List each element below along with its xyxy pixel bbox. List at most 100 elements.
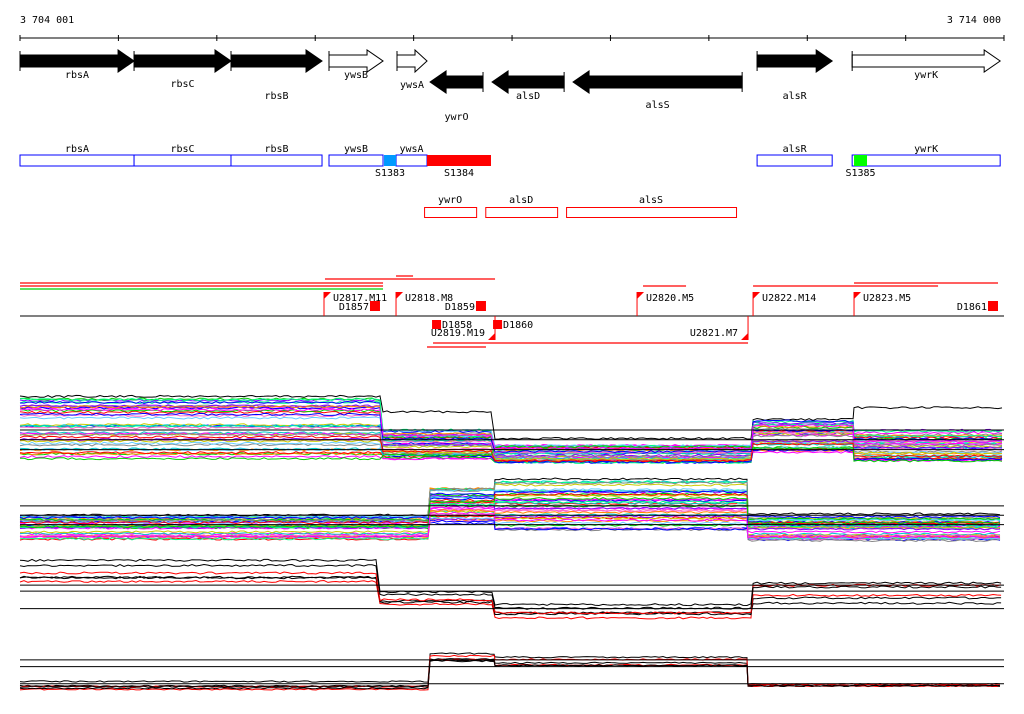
site-box <box>384 155 397 166</box>
forward-region-box <box>851 154 1001 167</box>
forward-region-track: rbsA rbsC rbsB ywsB ywsA alsR ywrK S1383 S1384 S1… <box>19 144 1001 179</box>
forward-region-box <box>328 154 384 167</box>
site-label: S1384 <box>444 168 474 179</box>
forward-region-label: rbsC <box>170 144 194 155</box>
ruler <box>19 35 1005 41</box>
expression-profile-line <box>19 477 1001 517</box>
terminator-box <box>432 320 442 329</box>
expression-track-4 <box>19 652 1004 691</box>
expression-profile-line <box>19 408 1003 450</box>
terminator-label: D1859 <box>445 302 475 313</box>
forward-region-box <box>133 154 232 167</box>
expression-profile-line <box>19 500 1001 529</box>
forward-region-box <box>395 154 428 167</box>
expression-track-2 <box>19 477 1004 543</box>
gene-label: rbsA <box>65 70 89 81</box>
terminator-box <box>475 301 486 311</box>
tss-label: U2820.M5 <box>646 293 694 304</box>
expression-track-3 <box>19 558 1004 620</box>
gene-label: ywsB <box>344 70 368 81</box>
gene-label: rbsB <box>264 91 288 102</box>
forward-region-label: rbsA <box>65 144 89 155</box>
expression-profile-line <box>19 445 1003 463</box>
forward-region-label: alsR <box>783 144 808 155</box>
ruler-end-label: 3 714 000 <box>947 15 1001 26</box>
gene-arrow-alsR <box>756 49 834 73</box>
expression-tracks <box>19 394 1004 691</box>
expression-profile-line <box>19 437 1003 457</box>
expression-profile-line <box>19 481 1000 543</box>
tss-flag <box>741 333 749 340</box>
expression-profile-line <box>19 439 1003 461</box>
expression-profile-line <box>19 571 1002 615</box>
site-label: S1385 <box>845 168 875 179</box>
terminator-label: D1857 <box>339 302 369 313</box>
expression-profile-line <box>19 576 1002 616</box>
expression-profile-line <box>19 558 1002 607</box>
expression-profile-line <box>19 658 1001 688</box>
reverse-region-label: ywrO <box>438 195 462 206</box>
forward-region-label: ywsB <box>344 144 368 155</box>
reverse-region-box <box>566 207 738 218</box>
tss-label: U2821.M7 <box>690 328 738 339</box>
forward-region-box <box>230 154 323 167</box>
forward-region-label: rbsB <box>264 144 288 155</box>
expression-profile-line <box>19 394 1003 440</box>
terminator-box <box>369 301 380 311</box>
gene-arrow-ywrO <box>429 70 484 94</box>
tss-flag <box>488 333 496 340</box>
tss-label: U2819.M19 <box>431 328 485 339</box>
expression-profile-line <box>19 519 1001 541</box>
gene-arrow-rbsB <box>230 49 323 73</box>
gene-label: alsS <box>646 100 670 111</box>
tss-label: U2823.M5 <box>863 293 911 304</box>
gene-label: alsR <box>783 91 808 102</box>
expression-profile-line <box>19 426 1003 455</box>
forward-region-box <box>19 154 135 167</box>
expression-profile-line <box>19 515 1001 540</box>
terminator-label: D1861 <box>957 302 987 313</box>
expression-profile-line <box>19 563 1002 610</box>
gene-label: alsD <box>516 91 540 102</box>
gene-label: ywrK <box>914 70 938 81</box>
reverse-region-label: alsS <box>639 195 663 206</box>
expression-profile-line <box>19 400 1003 464</box>
expression-profile-line <box>19 424 1003 455</box>
gene-arrow-alsD <box>491 70 565 94</box>
forward-region-label: ywsA <box>399 144 423 155</box>
terminator-box <box>987 301 998 311</box>
expression-profile-line <box>19 496 1001 529</box>
gene-arrow-alsS <box>572 70 743 94</box>
expression-profile-line <box>19 515 1001 531</box>
expression-profile-line <box>19 511 1001 539</box>
ruler-start-label: 3 704 001 <box>20 15 74 26</box>
tss-flag <box>396 292 404 299</box>
tss-flag <box>323 292 331 299</box>
expression-profile-line <box>19 654 1001 691</box>
tss-flag <box>854 292 862 299</box>
expression-profile-line <box>19 404 1003 449</box>
expression-profile-line <box>19 433 1003 458</box>
terminator-box <box>493 320 503 329</box>
terminator-label: D1858 <box>442 320 472 331</box>
terminator-label: D1860 <box>503 320 533 331</box>
expression-track-1 <box>19 394 1004 464</box>
forward-region-label: ywrK <box>914 144 938 155</box>
forward-region-box <box>756 154 833 167</box>
tss-flag <box>637 292 645 299</box>
gene-arrow-rbsA <box>19 49 135 73</box>
gene-arrow-rbsC <box>133 49 232 73</box>
site-label: S1383 <box>375 168 405 179</box>
gene-arrow-ywsB <box>328 49 384 73</box>
reverse-region-box <box>485 207 559 218</box>
site-box <box>427 155 491 166</box>
gene-label: rbsC <box>170 79 194 90</box>
expression-profile-line <box>19 435 1003 463</box>
expression-profile-line <box>19 659 1001 688</box>
gene-arrow-ywsA <box>396 48 428 74</box>
